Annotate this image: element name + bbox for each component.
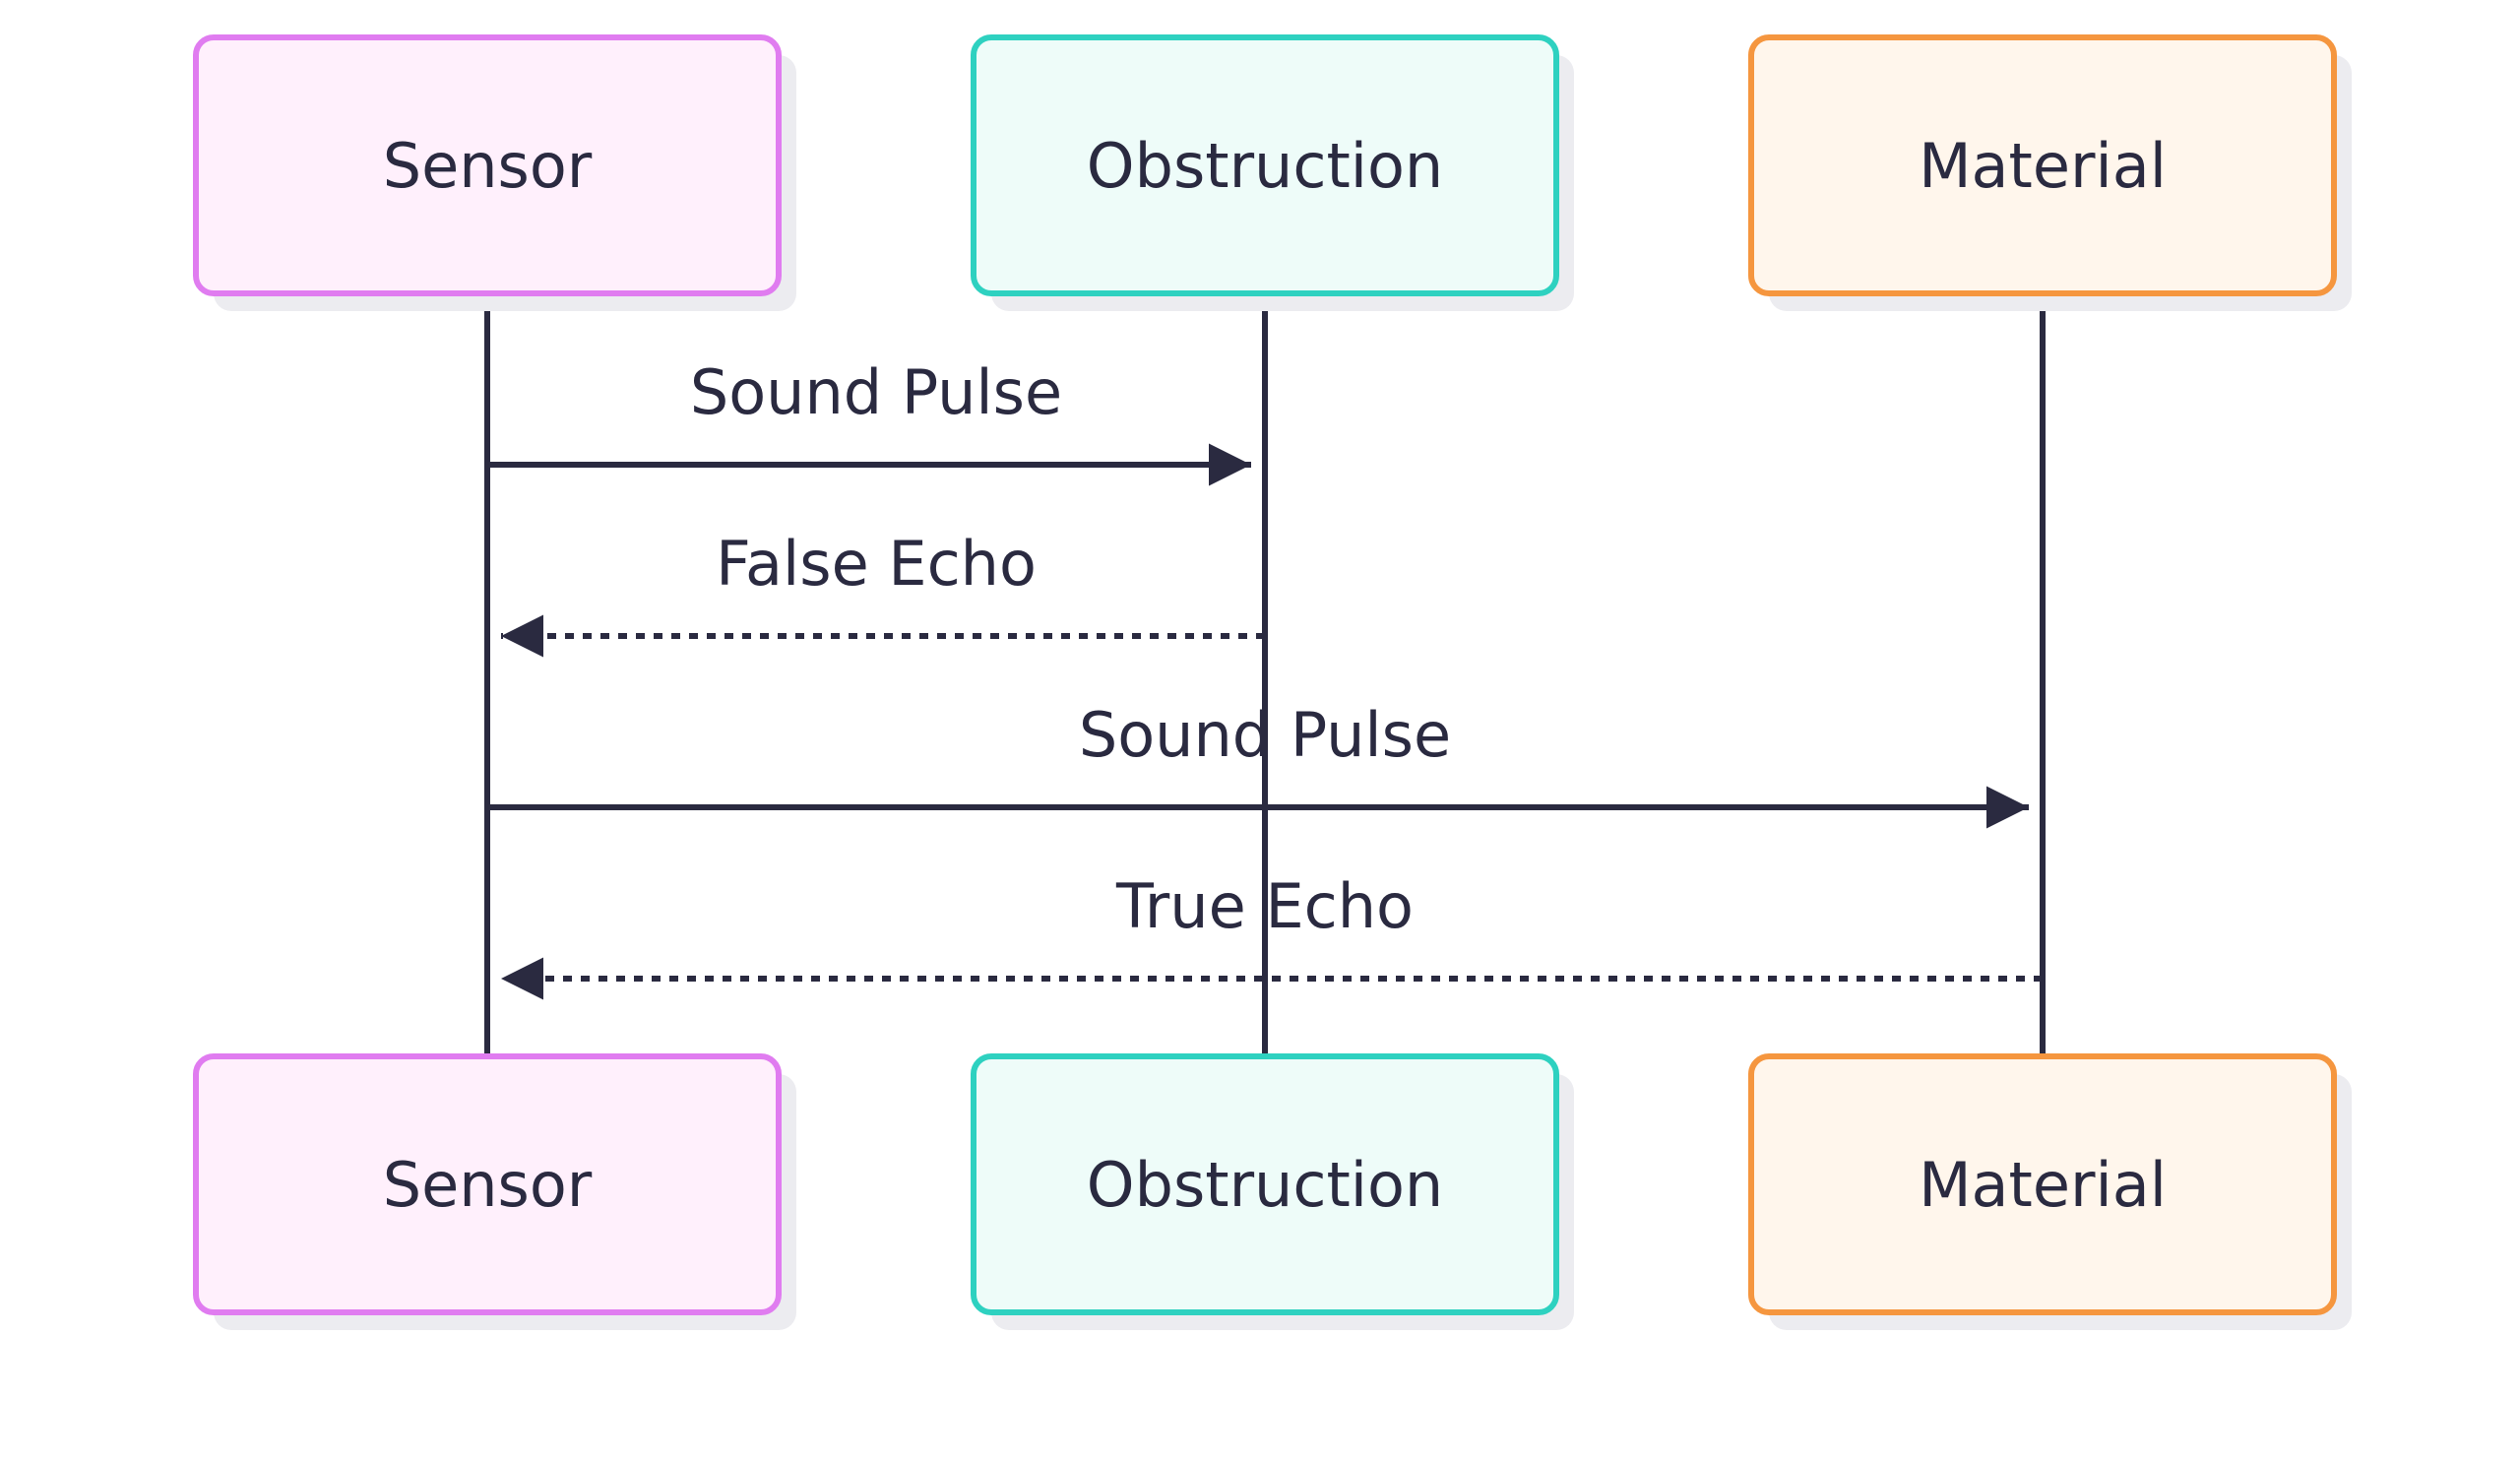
- message-2: False Echo: [501, 528, 1265, 658]
- actor-obstruction-bottom: Obstruction: [971, 1053, 1574, 1330]
- actor-label: Material: [1919, 1149, 2167, 1221]
- actor-sensor-top: Sensor: [193, 34, 796, 311]
- message-4: True Echo: [501, 870, 2043, 1000]
- actor-box: [193, 1053, 782, 1315]
- actor-obstruction-top: Obstruction: [971, 34, 1574, 311]
- actor-label: Obstruction: [1087, 1149, 1443, 1221]
- actor-label: Material: [1919, 130, 2167, 202]
- message-3: Sound Pulse: [487, 699, 2029, 829]
- actor-box: [971, 1053, 1559, 1315]
- message-label: False Echo: [716, 528, 1037, 600]
- actor-box: [971, 34, 1559, 296]
- actors-layer: SensorSensorObstructionObstructionMateri…: [193, 34, 2352, 1330]
- actor-material-bottom: Material: [1748, 1053, 2352, 1330]
- actor-label: Obstruction: [1087, 130, 1443, 202]
- actor-box: [1748, 34, 2337, 296]
- actor-box: [1748, 1053, 2337, 1315]
- actor-label: Sensor: [383, 130, 593, 202]
- actor-label: Sensor: [383, 1149, 593, 1221]
- message-label: True Echo: [1115, 870, 1414, 942]
- actor-material-top: Material: [1748, 34, 2352, 311]
- lifelines-layer: [484, 293, 2046, 1056]
- actor-sensor-bottom: Sensor: [193, 1053, 796, 1330]
- actor-box: [193, 34, 782, 296]
- message-1: Sound Pulse: [487, 356, 1251, 486]
- message-label: Sound Pulse: [690, 356, 1062, 428]
- message-label: Sound Pulse: [1079, 699, 1451, 771]
